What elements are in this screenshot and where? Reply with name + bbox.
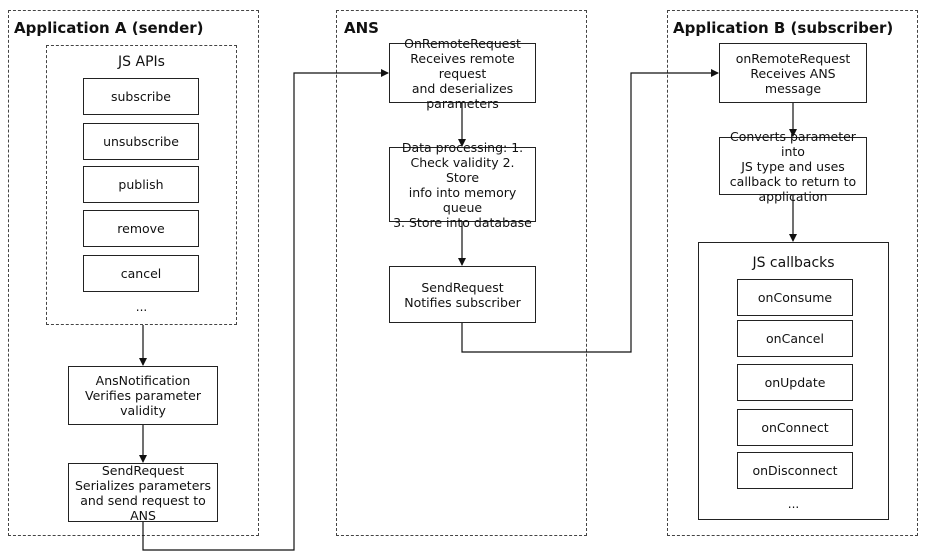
api-cancel: cancel xyxy=(83,255,199,292)
api-subscribe: subscribe xyxy=(83,78,199,115)
ans-send-request-box: SendRequest Notifies subscriber xyxy=(389,266,536,323)
lane-ans xyxy=(336,10,587,536)
arrow-ans-to-subscriber xyxy=(461,69,719,353)
js-apis-title: JS APIs xyxy=(118,54,165,70)
lane-sender xyxy=(8,10,259,536)
lane-subscriber xyxy=(667,10,918,536)
data-processing-box: Data processing: 1. Check validity 2. St… xyxy=(389,140,536,230)
js-apis-more: ... xyxy=(135,300,148,314)
subscriber-on-remote-request-box: onRemoteRequest Receives ANS message xyxy=(719,43,867,103)
api-publish: publish xyxy=(83,166,199,203)
ans-on-remote-request-box: OnRemoteRequest Receives remote request … xyxy=(389,36,536,111)
sender-send-request-box: SendRequest Serializes parameters and se… xyxy=(68,463,218,523)
js-callbacks-more: ... xyxy=(787,497,800,511)
converts-box: Converts parameter into JS type and uses… xyxy=(719,129,867,204)
js-apis-group: JS APIs subscribe unsubscribe publish re… xyxy=(46,45,237,325)
callback-on-connect: onConnect xyxy=(737,409,853,446)
js-callbacks-title: JS callbacks xyxy=(752,255,835,271)
js-callbacks-group: JS callbacks onConsume onCancel onUpdate… xyxy=(698,242,889,520)
lane-sender-title: Application A (sender) xyxy=(14,19,204,37)
callback-on-update: onUpdate xyxy=(737,364,853,401)
callback-on-disconnect: onDisconnect xyxy=(737,452,853,489)
api-remove: remove xyxy=(83,210,199,247)
ans-notification-box: AnsNotification Verifies parameter valid… xyxy=(68,366,218,425)
api-unsubscribe: unsubscribe xyxy=(83,123,199,160)
lane-ans-title: ANS xyxy=(344,19,379,37)
lane-subscriber-title: Application B (subscriber) xyxy=(673,19,894,37)
callback-on-cancel: onCancel xyxy=(737,320,853,357)
callback-on-consume: onConsume xyxy=(737,279,853,316)
arrow-sender-to-ans xyxy=(142,69,389,551)
